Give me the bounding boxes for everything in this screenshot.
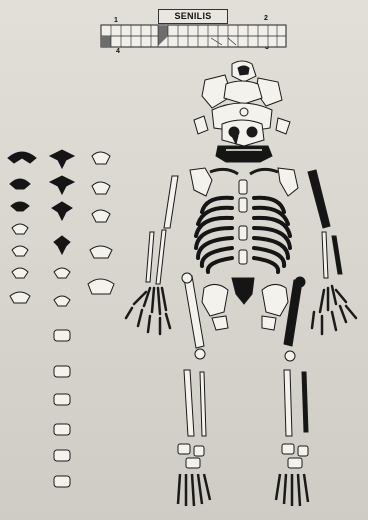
vertebrae-column-cervical bbox=[8, 152, 36, 211]
vertebrae-column-lumbar bbox=[88, 152, 114, 294]
vertebrae-column-2-outline bbox=[54, 268, 70, 487]
right-foot bbox=[276, 444, 308, 506]
lower-legs bbox=[184, 370, 308, 436]
right-arm bbox=[308, 170, 342, 278]
vertebrae-column-thoracic bbox=[50, 150, 74, 254]
left-arm bbox=[146, 176, 178, 284]
pelvis bbox=[202, 278, 288, 330]
left-hand bbox=[126, 288, 170, 334]
age-scale-bar bbox=[101, 25, 286, 47]
skull bbox=[194, 61, 290, 162]
sternum bbox=[239, 180, 247, 264]
patellae bbox=[195, 349, 295, 361]
vertebrae-column-1-outline bbox=[10, 224, 30, 303]
right-hand bbox=[312, 286, 356, 334]
left-foot bbox=[178, 444, 210, 506]
